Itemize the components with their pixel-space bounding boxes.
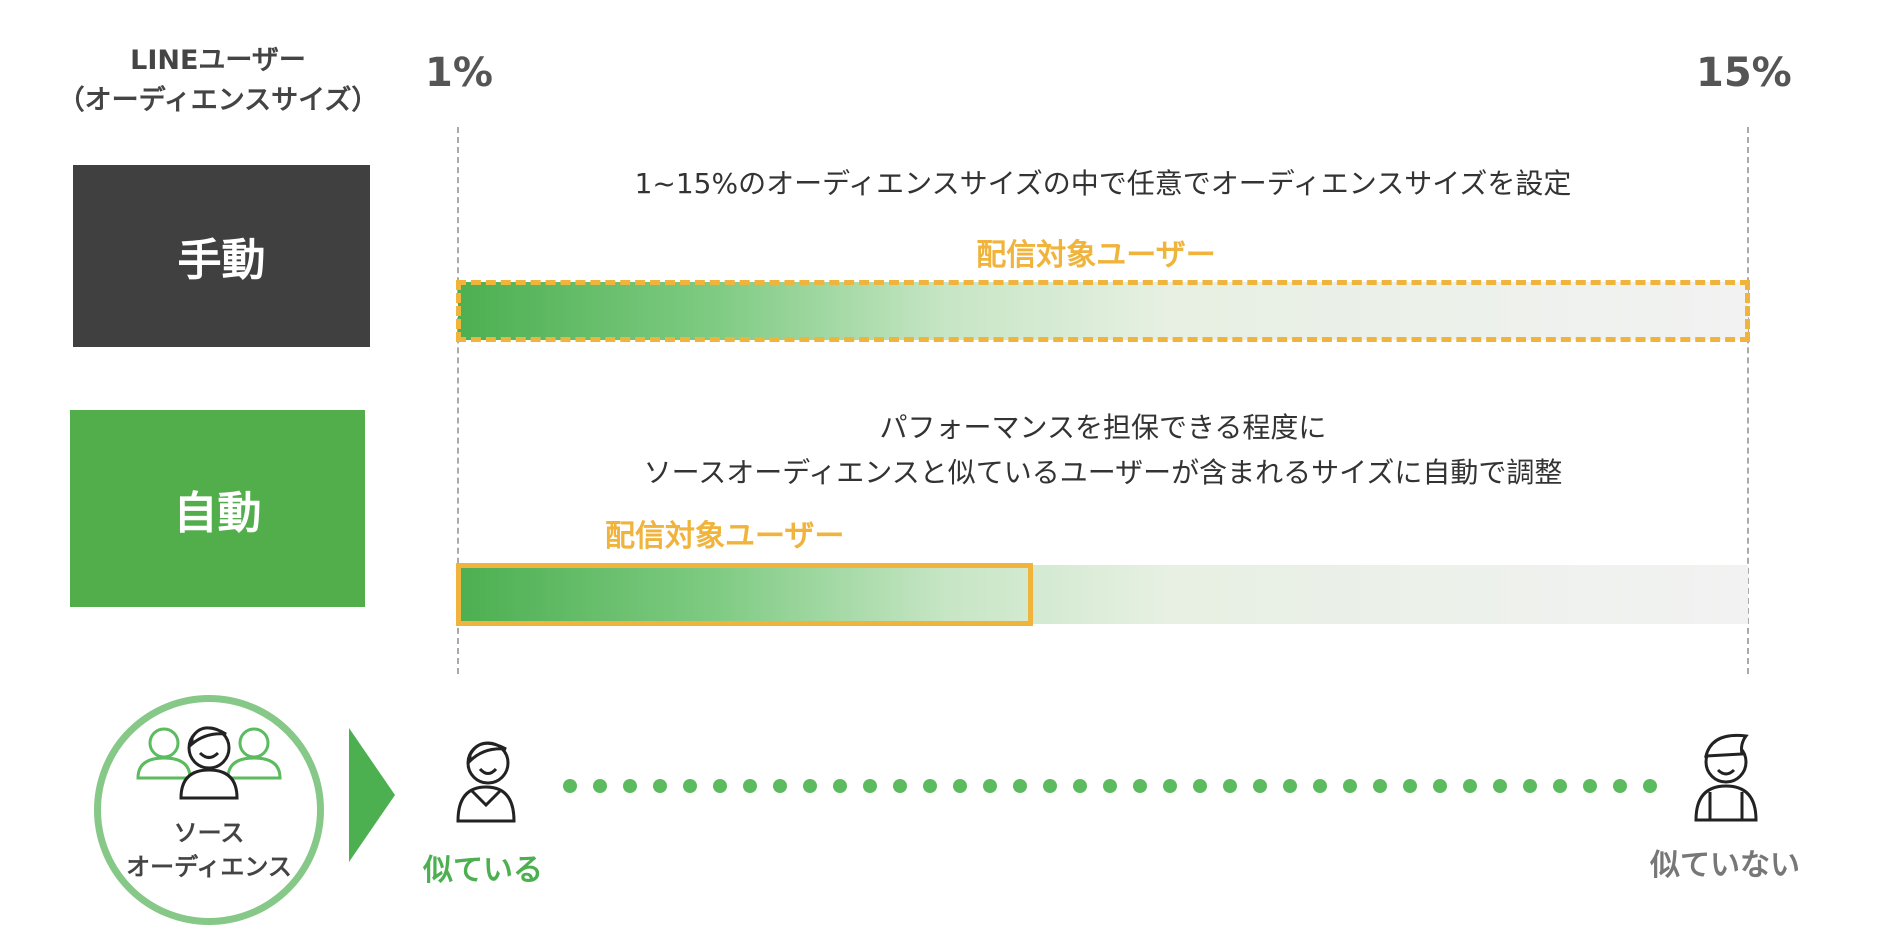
source-label-line2: オーディエンス	[126, 853, 292, 881]
scale-dot	[623, 779, 637, 793]
scale-dot	[803, 779, 817, 793]
scale-dot	[1343, 779, 1357, 793]
auto-target-label: 配信対象ユーザー	[605, 519, 845, 554]
auto-audience-bar	[458, 565, 1748, 624]
scale-dot	[1073, 779, 1087, 793]
scale-dot	[1013, 779, 1027, 793]
scale-dot	[593, 779, 607, 793]
scale-dot	[1193, 779, 1207, 793]
scale-dot	[1643, 779, 1657, 793]
scale-dot	[1433, 779, 1447, 793]
manual-target-label: 配信対象ユーザー	[976, 238, 1216, 273]
scale-dot	[1133, 779, 1147, 793]
similar-user-icon	[456, 741, 516, 823]
scale-dot	[1043, 779, 1057, 793]
scale-dot	[563, 779, 577, 793]
scale-dot	[1163, 779, 1177, 793]
scale-dot	[743, 779, 757, 793]
max-guide-line	[1747, 127, 1749, 674]
scale-dot	[1103, 779, 1117, 793]
auto-description-line2: ソースオーディエンスと似ているユーザーが含まれるサイズに自動で調整	[643, 456, 1563, 489]
similar-label: 似ている	[423, 853, 543, 888]
arrow-right-icon	[349, 728, 395, 862]
scale-dot	[1313, 779, 1327, 793]
source-audience-circle	[94, 695, 324, 925]
scale-dot	[1403, 779, 1417, 793]
scale-dot	[953, 779, 967, 793]
scale-dot	[1613, 779, 1627, 793]
scale-dot	[713, 779, 727, 793]
manual-audience-bar	[458, 282, 1748, 340]
manual-target-range	[456, 280, 1750, 342]
scale-dot	[1253, 779, 1267, 793]
source-label-line1: ソース	[173, 819, 245, 847]
manual-description: 1~15%のオーディエンスサイズの中で任意でオーディエンスサイズを設定	[634, 167, 1572, 200]
scale-dot	[1523, 779, 1537, 793]
min-percent-label: 1%	[425, 50, 493, 96]
audience-size-label-line2: （オーディエンスサイズ）	[57, 85, 379, 116]
scale-dot	[1373, 779, 1387, 793]
scale-dot	[893, 779, 907, 793]
auto-description-line1: パフォーマンスを担保できる程度に	[879, 411, 1327, 444]
max-percent-label: 15%	[1696, 50, 1792, 96]
audience-size-label-line1: LINEユーザー	[130, 45, 306, 76]
auto-label: 自動	[173, 487, 262, 539]
scale-dot	[983, 779, 997, 793]
auto-target-range	[456, 563, 1033, 626]
scale-dot	[923, 779, 937, 793]
not-similar-label: 似ていない	[1650, 848, 1800, 883]
scale-dot	[1283, 779, 1297, 793]
scale-dot	[653, 779, 667, 793]
scale-dot	[1493, 779, 1507, 793]
scale-dot	[1583, 779, 1597, 793]
scale-dot	[1223, 779, 1237, 793]
auto-box: 自動	[70, 410, 365, 607]
scale-dot	[773, 779, 787, 793]
scale-dot	[833, 779, 847, 793]
scale-dot	[683, 779, 697, 793]
manual-box: 手動	[73, 165, 370, 347]
scale-dot	[1553, 779, 1567, 793]
min-guide-line	[457, 127, 459, 674]
manual-label: 手動	[177, 235, 266, 286]
source-audience-icon	[136, 726, 282, 800]
dissimilar-user-icon	[1694, 733, 1758, 822]
scale-dot	[1463, 779, 1477, 793]
scale-dot	[863, 779, 877, 793]
